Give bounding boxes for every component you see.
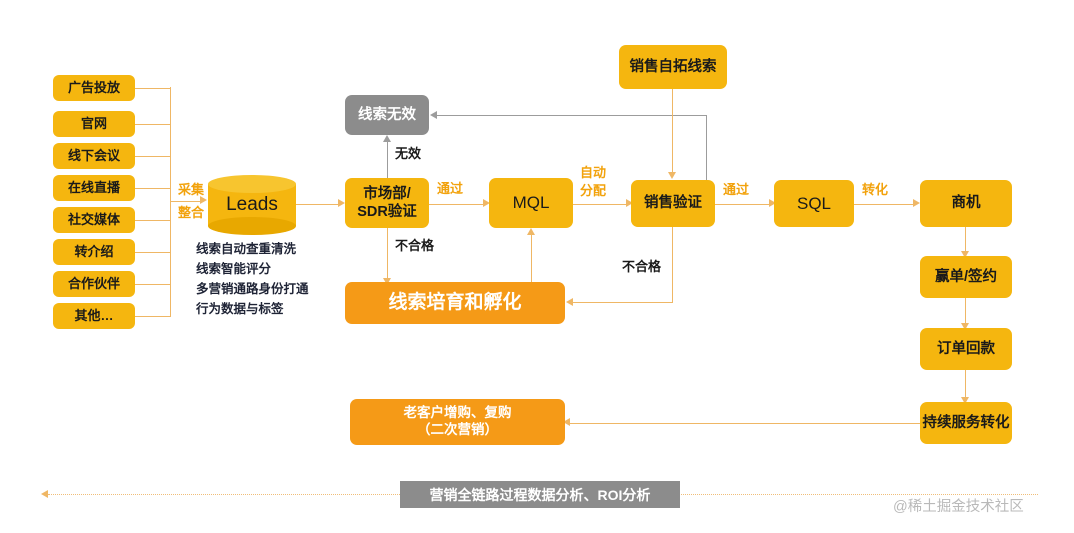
node-order-payment[interactable]: 订单回款: [920, 328, 1012, 370]
source-connector-3: [135, 155, 171, 157]
leads-to-sdr-arrowhead: [338, 199, 345, 207]
sales-to-nurture-arrowhead: [566, 297, 573, 306]
order-to-service-line: [965, 370, 967, 400]
sales-to-sql-arrowhead: [769, 199, 776, 207]
source-node-ad-placement[interactable]: 广告投放: [53, 75, 135, 101]
sales-to-nurture-vline: [672, 227, 674, 302]
edge-label-auto-assign-1: 自动: [580, 165, 607, 180]
node-sdr-verification-line1: 市场部/: [363, 185, 411, 202]
source-connector-4: [135, 187, 171, 189]
source-node-referral[interactable]: 转介绍: [53, 239, 135, 265]
source-node-official-site[interactable]: 官网: [53, 111, 135, 137]
node-sql[interactable]: SQL: [774, 180, 854, 227]
source-connector-1: [135, 87, 171, 89]
leads-to-sdr-line: [296, 203, 340, 205]
mql-to-sales-line: [573, 203, 628, 205]
leads-note-3: 多营销通路身份打通: [196, 282, 309, 296]
leads-cylinder-top: [208, 175, 296, 193]
node-repurchase-line2: （二次营销）: [417, 422, 498, 437]
sdr-to-mql-line: [429, 203, 485, 205]
source-connector-6: [135, 251, 171, 253]
service-to-repurchase-line: [570, 422, 921, 424]
collect-arrowhead: [200, 196, 207, 204]
nurture-to-mql-vline-high: [531, 234, 533, 284]
analytics-banner: 营销全链路过程数据分析、ROI分析: [400, 481, 680, 508]
edge-label-auto-assign-2: 分配: [580, 183, 607, 198]
node-invalid-lead[interactable]: 线索无效: [345, 95, 429, 135]
source-node-partner[interactable]: 合作伙伴: [53, 271, 135, 297]
win-to-order-arrowhead: [960, 323, 969, 330]
sales-to-invalid-arrowhead: [430, 110, 437, 119]
edge-label-unqualified-1: 不合格: [395, 238, 435, 253]
sdr-to-mql-arrowhead: [483, 199, 490, 207]
node-self-generated-lead[interactable]: 销售自拓线索: [619, 45, 727, 89]
leads-label: Leads: [226, 194, 278, 215]
sales-to-nurture-hline: [573, 302, 673, 304]
source-connector-5: [135, 219, 171, 221]
leads-note-2: 线索智能评分: [196, 262, 272, 276]
opportunity-to-win-line: [965, 227, 967, 254]
edge-label-invalid: 无效: [395, 146, 422, 161]
source-connector-7: [135, 283, 171, 285]
nurture-to-mql-arrowhead: [526, 228, 535, 235]
leads-cylinder-bottom: [208, 217, 296, 235]
sales-to-invalid-hline: [437, 115, 707, 117]
source-node-other[interactable]: 其他…: [53, 303, 135, 329]
win-to-order-line: [965, 298, 967, 326]
node-continued-service[interactable]: 持续服务转化: [920, 402, 1012, 444]
opportunity-to-win-arrowhead: [960, 251, 969, 258]
mql-to-sales-arrowhead: [626, 199, 633, 207]
collect-connector: [170, 200, 202, 202]
node-win-signed[interactable]: 赢单/签约: [920, 256, 1012, 298]
service-to-repurchase-arrowhead: [563, 418, 570, 426]
sdr-to-nurture-arrowhead: [382, 278, 391, 285]
node-mql[interactable]: MQL: [489, 178, 573, 228]
source-node-social-media[interactable]: 社交媒体: [53, 207, 135, 233]
node-repurchase[interactable]: 老客户增购、复购 （二次营销）: [350, 399, 565, 445]
edge-label-unqualified-2: 不合格: [622, 259, 662, 274]
node-opportunity[interactable]: 商机: [920, 180, 1012, 227]
leads-note-1: 线索自动查重清洗: [196, 242, 297, 256]
sdr-to-invalid-arrowhead: [382, 135, 391, 142]
collect-label-line2: 整合: [177, 205, 204, 220]
sales-to-sql-line: [715, 203, 771, 205]
order-to-service-arrowhead: [960, 397, 969, 404]
source-node-offline-event[interactable]: 线下会议: [53, 143, 135, 169]
collect-label-line1: 采集: [177, 182, 204, 197]
sales-to-invalid-vline: [706, 115, 708, 183]
edge-label-pass-2: 通过: [723, 182, 750, 197]
leads-datastore[interactable]: Leads: [208, 175, 296, 235]
analytics-arrowhead: [41, 489, 48, 498]
sdr-to-invalid-line: [387, 140, 389, 178]
edge-label-convert: 转化: [862, 182, 889, 197]
source-node-live-stream[interactable]: 在线直播: [53, 175, 135, 201]
source-connector-2: [135, 123, 171, 125]
node-lead-nurturing[interactable]: 线索培育和孵化: [345, 282, 565, 324]
node-sdr-verification-line2: SDR验证: [357, 204, 417, 220]
node-sales-verification[interactable]: 销售验证: [631, 180, 715, 227]
source-connector-8: [135, 315, 171, 317]
leads-note-4: 行为数据与标签: [196, 302, 284, 316]
node-repurchase-line1: 老客户增购、复购: [403, 405, 512, 421]
self-lead-to-sales-line: [672, 89, 674, 174]
node-sdr-verification[interactable]: 市场部/ SDR验证: [345, 178, 429, 228]
self-lead-to-sales-arrowhead: [667, 172, 676, 179]
sql-to-opportunity-arrowhead: [913, 199, 920, 207]
watermark: @稀土掘金技术社区: [893, 499, 1024, 515]
sdr-to-nurture-line: [387, 228, 389, 280]
edge-label-pass-1: 通过: [437, 181, 464, 196]
sql-to-opportunity-line: [854, 203, 915, 205]
